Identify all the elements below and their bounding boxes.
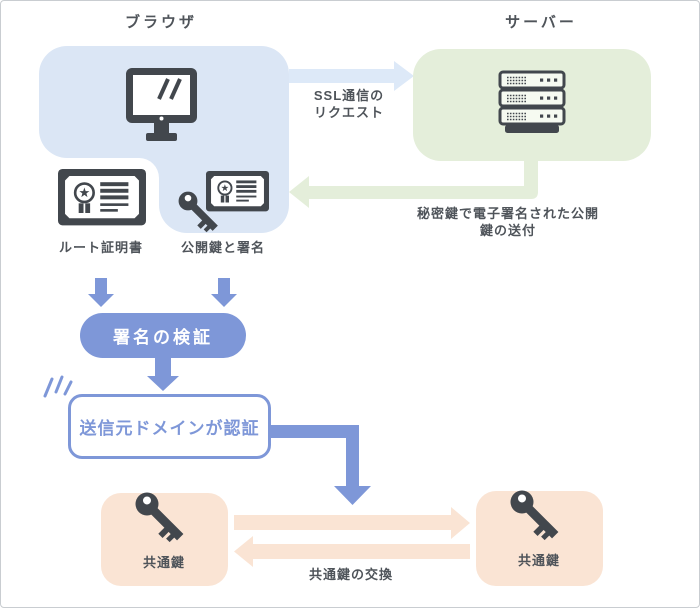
root-certificate-icon xyxy=(56,167,148,227)
server-rack-icon xyxy=(498,70,566,133)
down-arrow-pubkey xyxy=(211,278,237,307)
domain-to-exchange-connector xyxy=(271,425,371,505)
ssl-request-label: SSL通信の リクエスト xyxy=(313,88,385,120)
pubkey-label: 公開鍵と署名 xyxy=(180,240,266,255)
ssl-request-arrow xyxy=(289,61,414,91)
key-exchange-label: 共通鍵の交換 xyxy=(308,567,394,582)
shared-key-panel-left xyxy=(101,493,228,586)
key-exchange-arrow-right xyxy=(234,507,470,539)
down-arrow-verify xyxy=(147,358,179,391)
emphasis-spark-icon xyxy=(43,375,73,398)
server-title: サーバー xyxy=(505,14,577,31)
browser-title: ブラウザ xyxy=(124,14,198,31)
monitor-icon xyxy=(126,68,197,141)
shared-key-label-right: 共通鍵 xyxy=(517,553,561,568)
domain-authenticated-step: 送信元ドメインが認証 xyxy=(68,394,271,459)
verify-signature-step: 署名の検証 xyxy=(80,313,246,358)
root-cert-label: ルート証明書 xyxy=(58,240,144,255)
down-arrow-root-cert xyxy=(88,278,114,307)
shared-key-label-left: 共通鍵 xyxy=(142,555,186,570)
signed-key-return-arrow xyxy=(289,157,538,208)
shared-key-panel-right xyxy=(476,491,603,586)
signed-key-delivery-label: 秘密鍵で電子署名された公開鍵の送付 xyxy=(416,206,599,238)
key-exchange-arrow-left xyxy=(234,536,470,567)
